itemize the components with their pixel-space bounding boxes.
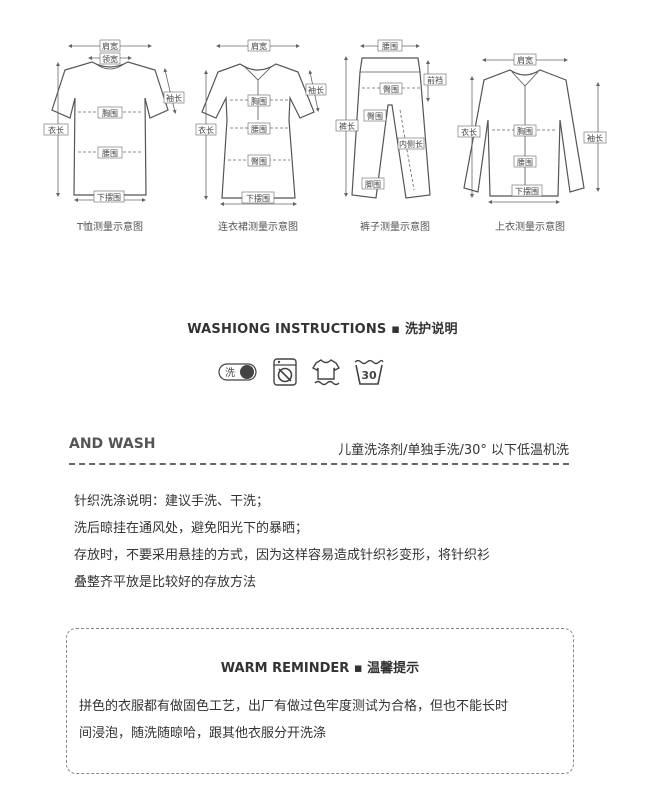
no-machine-dry-icon: [272, 357, 298, 391]
measurement-diagrams-svg: 肩宽 领宽 衣长 袖长 胸围 腰围 下摆围 肩宽 衣长 袖长 胸围 腰围 臀围 …: [43, 39, 607, 206]
tshirt-hem-label: 下摆围: [97, 192, 121, 202]
knit-instruction-line: 洗后晾挂在通风处，避免阳光下的暴晒；: [74, 521, 309, 536]
tshirt-sleeve-label: 袖长: [166, 93, 182, 103]
pants-caption: 裤子测量示意图: [360, 222, 430, 233]
wash-instructions-title: WASHIONG INSTRUCTIONS ▪ 洗护说明: [187, 322, 458, 337]
pants-length-label: 裤长: [339, 121, 355, 131]
and-wash-title: AND WASH: [69, 436, 156, 452]
pants-diagram: [344, 44, 431, 199]
measurement-diagrams: 肩宽 领宽 衣长 袖长 胸围 腰围 下摆围 肩宽 衣长 袖长 胸围 腰围 臀围 …: [0, 0, 645, 240]
wash-temperature-label: 30: [361, 369, 377, 382]
tshirt-shoulder-label: 肩宽: [102, 41, 118, 51]
shirt-shoulder-label: 肩宽: [517, 55, 533, 65]
hand-wash-icon: 洗: [218, 361, 258, 387]
shirt-chest-label: 胸围: [517, 126, 533, 136]
section-divider: [69, 463, 569, 465]
dress-waist-label: 腰围: [251, 125, 267, 134]
pants-hip-label: 臀围: [383, 85, 399, 94]
pants-waist-label: 腰围: [382, 42, 398, 51]
tshirt-collar-label: 领宽: [102, 54, 118, 64]
care-icons: 洗 30: [218, 356, 384, 392]
and-wash-detail: 儿童洗涤剂/单独手洗/30° 以下低温机洗: [338, 443, 569, 458]
hand-wash-label: 洗: [225, 367, 235, 379]
dress-length-label: 衣长: [198, 125, 214, 135]
warm-reminder-title: WARM REMINDER ▪ 温馨提示: [220, 661, 420, 676]
tshirt-waist-label: 腰围: [102, 149, 118, 158]
knit-instruction-line: 针织洗涤说明：建议手洗、干洗；: [74, 494, 270, 509]
wash-30-icon: 30: [354, 357, 384, 391]
shirt-sleeve-label: 袖长: [587, 133, 603, 143]
dress-chest-label: 胸围: [251, 96, 267, 106]
pants-hip-label-2: 臀围: [367, 112, 383, 121]
dress-sleeve-label: 袖长: [308, 85, 324, 95]
shirt-caption: 上衣测量示意图: [495, 222, 565, 233]
warm-reminder-box: WARM REMINDER ▪ 温馨提示 拼色的衣服都有做固色工艺，出厂有做过色…: [66, 628, 574, 774]
dress-hem-label: 下摆围: [246, 193, 270, 203]
pants-inseam-label: 内侧长: [399, 139, 423, 149]
tshirt-chest-label: 胸围: [102, 108, 118, 118]
dress-hip-label: 臀围: [251, 157, 267, 166]
knit-instruction-line: 叠整齐平放是比较好的存放方法: [74, 575, 257, 590]
pants-leg-label: 脚围: [365, 179, 381, 189]
warm-reminder-body: 拼色的衣服都有做固色工艺，出厂有做过色牢度测试为合格，但也不能长时 间浸泡，随洗…: [79, 693, 563, 747]
tshirt-length-label: 衣长: [48, 125, 64, 135]
shirt-hem-label: 下摆围: [515, 186, 539, 196]
dress-shoulder-label: 肩宽: [251, 41, 267, 51]
reminder-line: 拼色的衣服都有做固色工艺，出厂有做过色牢度测试为合格，但也不能长时: [79, 699, 509, 714]
shirt-length-label: 衣长: [461, 127, 477, 137]
tshirt-diagram: [51, 44, 177, 202]
dress-caption: 连衣裙测量示意图: [218, 222, 298, 233]
reminder-line: 间浸泡，随洗随晾哈，跟其他衣服分开洗涤: [79, 726, 327, 741]
knit-instruction-line: 存放时，不要采用悬挂的方式，因为这样容易造成针织衫变形，将针织衫: [74, 548, 491, 563]
knit-instructions: 针织洗涤说明：建议手洗、干洗； 洗后晾挂在通风处，避免阳光下的暴晒； 存放时，不…: [74, 488, 574, 596]
tshirt-caption: T恤测量示意图: [76, 222, 144, 233]
dry-in-shade-icon: [312, 357, 340, 391]
pants-rise-label: 前裆: [427, 75, 443, 85]
shirt-waist-label: 腰围: [517, 158, 533, 167]
